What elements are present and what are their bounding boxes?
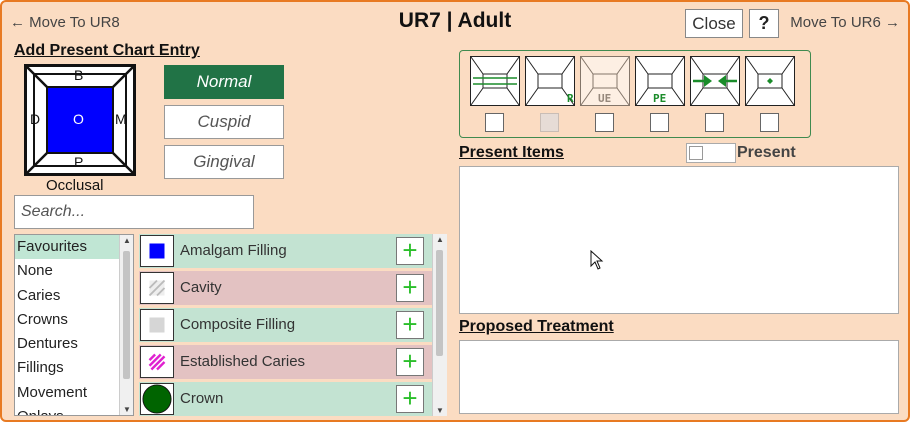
composite-swatch-icon: [140, 309, 174, 341]
add-item-button[interactable]: +: [396, 237, 424, 265]
add-chart-entry-title: Add Present Chart Entry: [14, 42, 200, 59]
add-item-button[interactable]: +: [396, 348, 424, 376]
item-label: Established Caries: [180, 353, 306, 370]
amalgam-swatch-icon: [140, 235, 174, 267]
proposed-treatment-box[interactable]: [459, 340, 899, 414]
list-item[interactable]: Composite Filling +: [139, 308, 432, 342]
root-icon-text: R: [567, 92, 574, 105]
closing-space-checkbox[interactable]: [705, 113, 724, 132]
move-to-previous-tooth-link[interactable]: ← Move To UR8: [10, 14, 120, 31]
category-item-onlays[interactable]: Onlays: [15, 405, 119, 415]
items-scrollbar[interactable]: ▲ ▼: [432, 234, 447, 416]
implant-icon[interactable]: [745, 56, 795, 106]
scrollbar-thumb[interactable]: [436, 250, 443, 356]
category-scrollbar[interactable]: ▲ ▼: [119, 235, 133, 415]
toggle-knob[interactable]: [689, 146, 703, 160]
root-icon[interactable]: R: [525, 56, 575, 106]
surface-label-palatal[interactable]: P: [74, 154, 84, 170]
tooth-corner-line: [25, 65, 48, 88]
category-item-favourites[interactable]: Favourites: [15, 235, 119, 260]
present-items-box[interactable]: [459, 166, 899, 314]
occlusal-surface[interactable]: [46, 86, 114, 154]
item-label: Crown: [180, 390, 224, 407]
present-toggle-label: Present: [737, 144, 796, 161]
tooth-corner-line: [25, 152, 48, 175]
partially-erupted-checkbox[interactable]: [650, 113, 669, 132]
crown-swatch-icon: [140, 383, 174, 415]
partially-erupted-icon-text: PE: [653, 92, 666, 105]
list-item[interactable]: Crown +: [139, 382, 432, 416]
category-item-dentures[interactable]: Dentures: [17, 335, 78, 353]
list-item[interactable]: Cavity +: [139, 271, 432, 305]
mode-gingival-button[interactable]: Gingival: [164, 145, 284, 179]
surface-label-mesial[interactable]: M: [115, 111, 127, 127]
surface-label-buccal[interactable]: B: [74, 67, 84, 83]
unerupted-checkbox[interactable]: [595, 113, 614, 132]
tooth-corner-line: [112, 65, 135, 88]
unerupted-icon-text: UE: [598, 92, 611, 105]
scroll-up-icon[interactable]: ▲: [123, 236, 131, 245]
established-caries-swatch-icon: [140, 346, 174, 378]
close-button[interactable]: Close: [685, 9, 743, 38]
scroll-down-icon[interactable]: ▼: [123, 405, 131, 414]
help-button[interactable]: ?: [749, 9, 779, 38]
list-item[interactable]: Amalgam Filling +: [139, 234, 432, 268]
chart-item-list: Amalgam Filling + Cavity + Composite Fil…: [139, 234, 449, 416]
bridge-icon[interactable]: [470, 56, 520, 106]
surface-label-occlusal[interactable]: O: [73, 111, 84, 127]
category-item-movement[interactable]: Movement: [17, 383, 88, 401]
scrollbar-thumb[interactable]: [123, 251, 130, 379]
category-item-none[interactable]: None: [17, 262, 53, 280]
closing-space-icon[interactable]: [690, 56, 740, 106]
present-items-title: Present Items: [459, 144, 564, 161]
scroll-down-icon[interactable]: ▼: [436, 406, 444, 415]
category-item-fillings[interactable]: Fillings: [17, 359, 64, 377]
bridge-checkbox[interactable]: [485, 113, 504, 132]
item-label: Composite Filling: [180, 316, 296, 333]
mouse-pointer-icon: [590, 250, 604, 270]
move-to-next-tooth-link[interactable]: Move To UR6 →: [790, 14, 900, 31]
tooth-inner-outline: [33, 73, 127, 167]
category-item-crowns[interactable]: Crowns: [17, 310, 68, 328]
search-input[interactable]: Search...: [14, 195, 254, 229]
category-item-caries[interactable]: Caries: [17, 286, 61, 304]
mode-cuspid-button[interactable]: Cuspid: [164, 105, 284, 139]
scroll-up-icon[interactable]: ▲: [436, 235, 444, 244]
present-toggle[interactable]: [686, 143, 736, 163]
item-label: Cavity: [180, 279, 222, 296]
page-title: UR7 | Adult: [398, 9, 512, 32]
tooth-corner-line: [112, 152, 135, 175]
surface-label-distal[interactable]: D: [30, 111, 41, 127]
proposed-treatment-title: Proposed Treatment: [459, 318, 614, 335]
partially-erupted-icon[interactable]: PE: [635, 56, 685, 106]
cavity-swatch-icon: [140, 272, 174, 304]
implant-checkbox[interactable]: [760, 113, 779, 132]
tooth-view-label: Occlusal: [46, 177, 104, 194]
category-list[interactable]: Favourites None Caries Crowns Dentures F…: [14, 234, 134, 416]
condition-icon-panel: R UE PE: [459, 50, 811, 138]
add-item-button[interactable]: +: [396, 311, 424, 339]
mode-normal-button[interactable]: Normal: [164, 65, 284, 99]
add-item-button[interactable]: +: [396, 274, 424, 302]
root-checkbox[interactable]: [540, 113, 559, 132]
add-item-button[interactable]: +: [396, 385, 424, 413]
item-label: Amalgam Filling: [180, 242, 287, 259]
unerupted-icon[interactable]: UE: [580, 56, 630, 106]
tooth-surface-diagram: [24, 64, 136, 176]
list-item[interactable]: Established Caries +: [139, 345, 432, 379]
